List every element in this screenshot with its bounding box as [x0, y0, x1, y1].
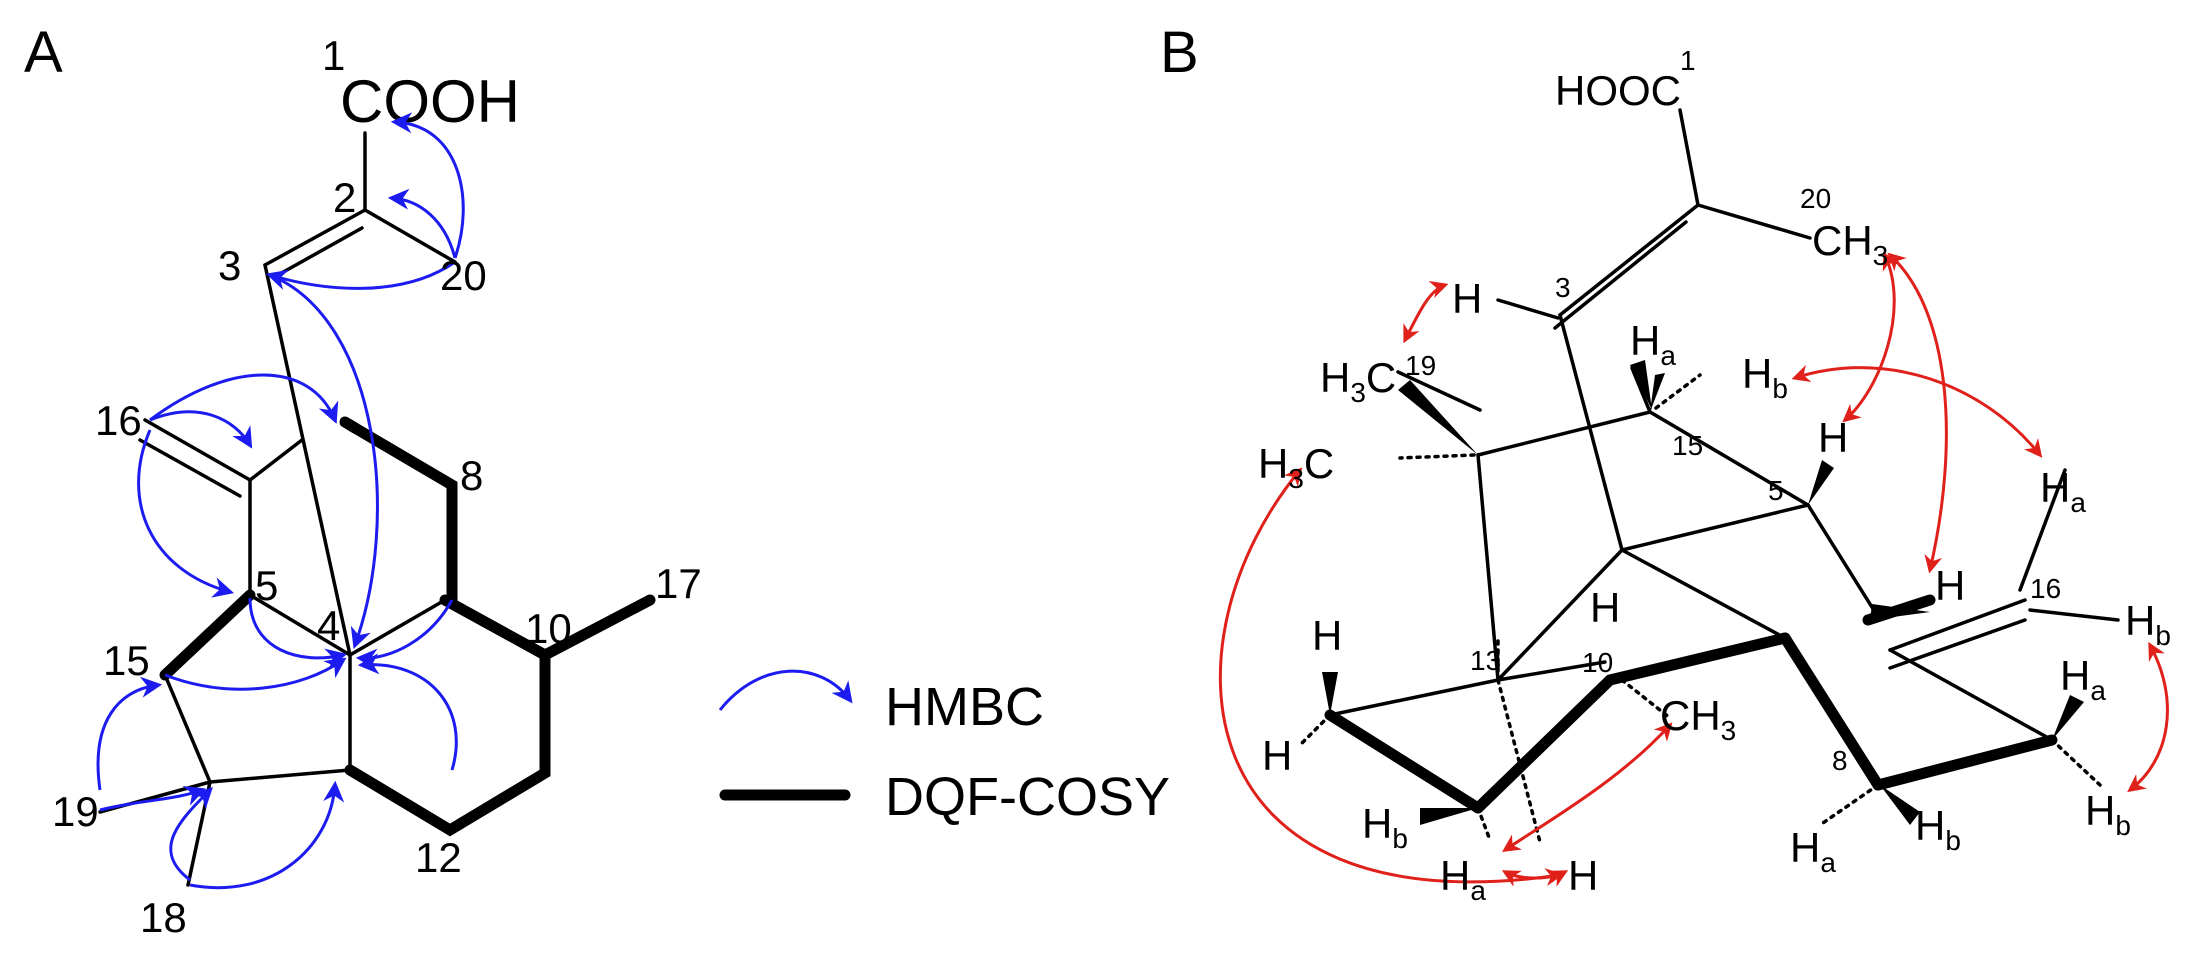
- b-h-olef: H: [1935, 562, 1965, 609]
- panel-b-label: B: [1160, 20, 1199, 85]
- atom-17: 17: [655, 560, 702, 607]
- legend: HMBC DQF-COSY: [718, 669, 1170, 827]
- b-h16b: Hb: [2125, 597, 2171, 651]
- b-hb-right: Hb: [2085, 787, 2131, 841]
- cooh-label: COOH: [340, 68, 520, 135]
- b-h-left: H: [1312, 612, 1342, 659]
- atom-8: 8: [460, 452, 483, 499]
- b-h10: H: [1590, 584, 1620, 631]
- b-atom-19: 19: [1405, 350, 1436, 381]
- cosy-bonds: [159, 416, 656, 837]
- atom-20: 20: [440, 252, 487, 299]
- atom-18: 18: [140, 894, 187, 941]
- b-ch3-top: CH3: [1812, 217, 1888, 271]
- panel-a-label: A: [24, 20, 63, 85]
- b-atom-8: 8: [1832, 745, 1848, 776]
- atom-15: 15: [103, 637, 150, 684]
- b-atom-13: 13: [1470, 645, 1501, 676]
- hooc-number: 1: [1680, 45, 1696, 76]
- b-atom-15: 15: [1672, 430, 1703, 461]
- atom-16: 16: [95, 397, 142, 444]
- b-atom-20: 20: [1800, 183, 1831, 214]
- noe-arrows: [1218, 251, 2169, 887]
- skeleton-bonds: [98, 131, 547, 887]
- panel-b: B: [1160, 20, 2171, 906]
- b-ha8: Ha: [1790, 824, 1836, 878]
- b-h3: H: [1452, 275, 1482, 322]
- b-h-bottom: H: [1568, 852, 1598, 899]
- legend-hmbc-label: HMBC: [885, 677, 1044, 737]
- atom-10: 10: [525, 605, 572, 652]
- b-h15a: Ha: [1630, 317, 1676, 371]
- atom-2: 2: [333, 174, 356, 221]
- b-hb-left: Hb: [1362, 800, 1408, 854]
- atom-3: 3: [218, 242, 241, 289]
- b-atom-10: 10: [1582, 647, 1613, 678]
- b-hb8: Hb: [1915, 802, 1961, 856]
- panel-a: A 1 COOH: [24, 20, 1170, 941]
- legend-cosy-label: DQF-COSY: [885, 767, 1170, 827]
- cooh-number: 1: [322, 32, 345, 79]
- b-ch3-10: CH3: [1660, 692, 1736, 746]
- b-h-left2: H: [1262, 732, 1292, 779]
- b-atom-16: 16: [2030, 573, 2061, 604]
- atom-5: 5: [255, 562, 278, 609]
- hmbc-arrows: [96, 112, 465, 890]
- b-h3c19: H3C: [1320, 354, 1396, 408]
- atom-4: 4: [317, 602, 340, 649]
- b-h5: H: [1818, 414, 1848, 461]
- b-h15b: Hb: [1742, 350, 1788, 404]
- b-ha-bottom: Ha: [1440, 852, 1486, 906]
- atom-12: 12: [415, 834, 462, 881]
- b-atom-5: 5: [1768, 475, 1784, 506]
- b-h3c-left: H3C: [1258, 440, 1334, 494]
- atom-19: 19: [52, 788, 99, 835]
- b-atom-3: 3: [1555, 272, 1571, 303]
- hooc-label: HOOC: [1555, 67, 1681, 114]
- b-ha-right: Ha: [2060, 652, 2106, 706]
- legend-hmbc-swatch: [718, 669, 853, 711]
- b-h16a: Ha: [2040, 464, 2086, 518]
